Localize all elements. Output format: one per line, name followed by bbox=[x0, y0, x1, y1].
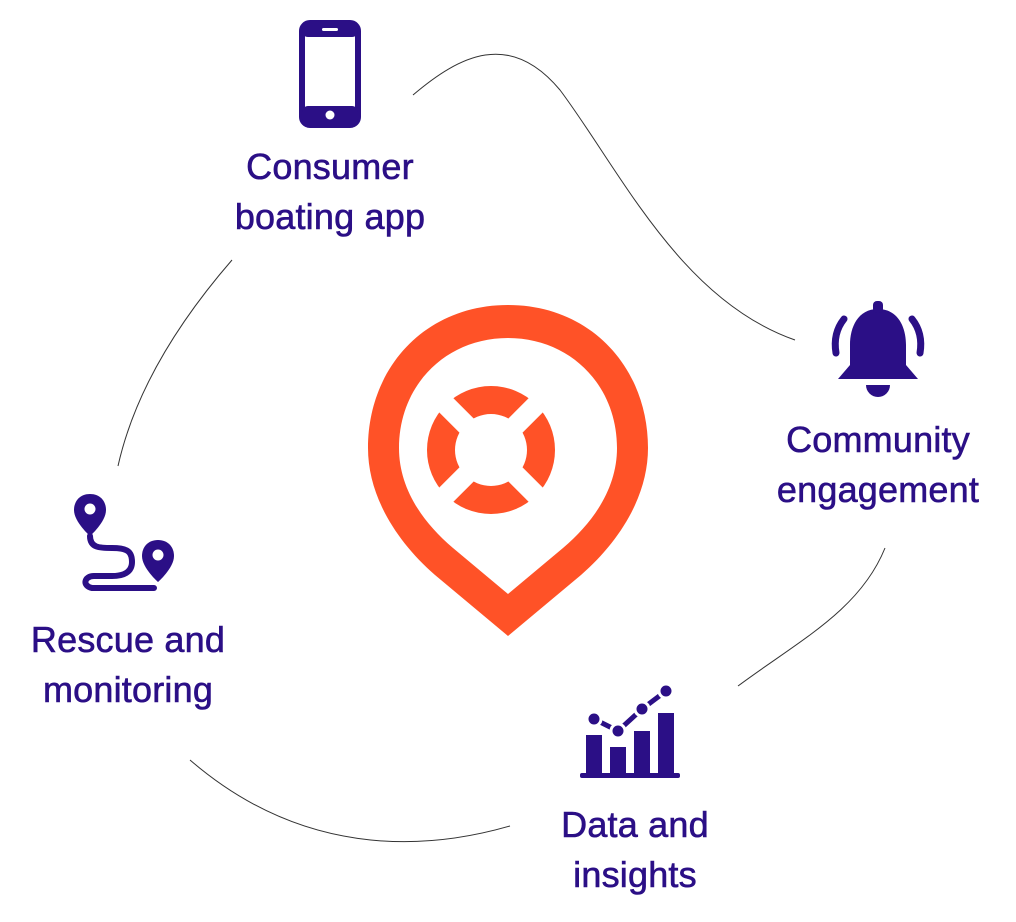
data-label-line2: insights bbox=[573, 854, 697, 896]
bell-icon bbox=[831, 301, 925, 397]
smartphone-icon bbox=[299, 20, 361, 128]
connector-data-to-rescue bbox=[189, 759, 511, 843]
node-consumer-boating-app: Consumer boating app bbox=[190, 20, 470, 242]
community-label-line1: Community bbox=[786, 419, 970, 461]
data-label-line1: Data and bbox=[561, 804, 709, 846]
node-rescue-and-monitoring: Rescue and monitoring bbox=[0, 490, 256, 715]
connector-rescue-to-consumer bbox=[117, 259, 233, 467]
community-label-line2: engagement bbox=[776, 469, 980, 511]
rescue-label-line1: Rescue and bbox=[30, 619, 226, 661]
lifebuoy-ring bbox=[427, 386, 555, 514]
node-data-and-insights: Data and insights bbox=[520, 675, 750, 900]
bar-chart-trend-icon bbox=[580, 682, 680, 778]
consumer-label-line2: boating app bbox=[234, 196, 426, 238]
connector-consumer-to-community bbox=[412, 53, 796, 341]
pin-outline bbox=[368, 305, 648, 636]
consumer-label-line1: Consumer bbox=[246, 146, 414, 188]
rescue-label-line2: monitoring bbox=[42, 669, 214, 711]
connector-community-to-data bbox=[737, 547, 886, 687]
route-pins-icon bbox=[74, 494, 174, 591]
node-community-engagement: Community engagement bbox=[740, 295, 1016, 515]
